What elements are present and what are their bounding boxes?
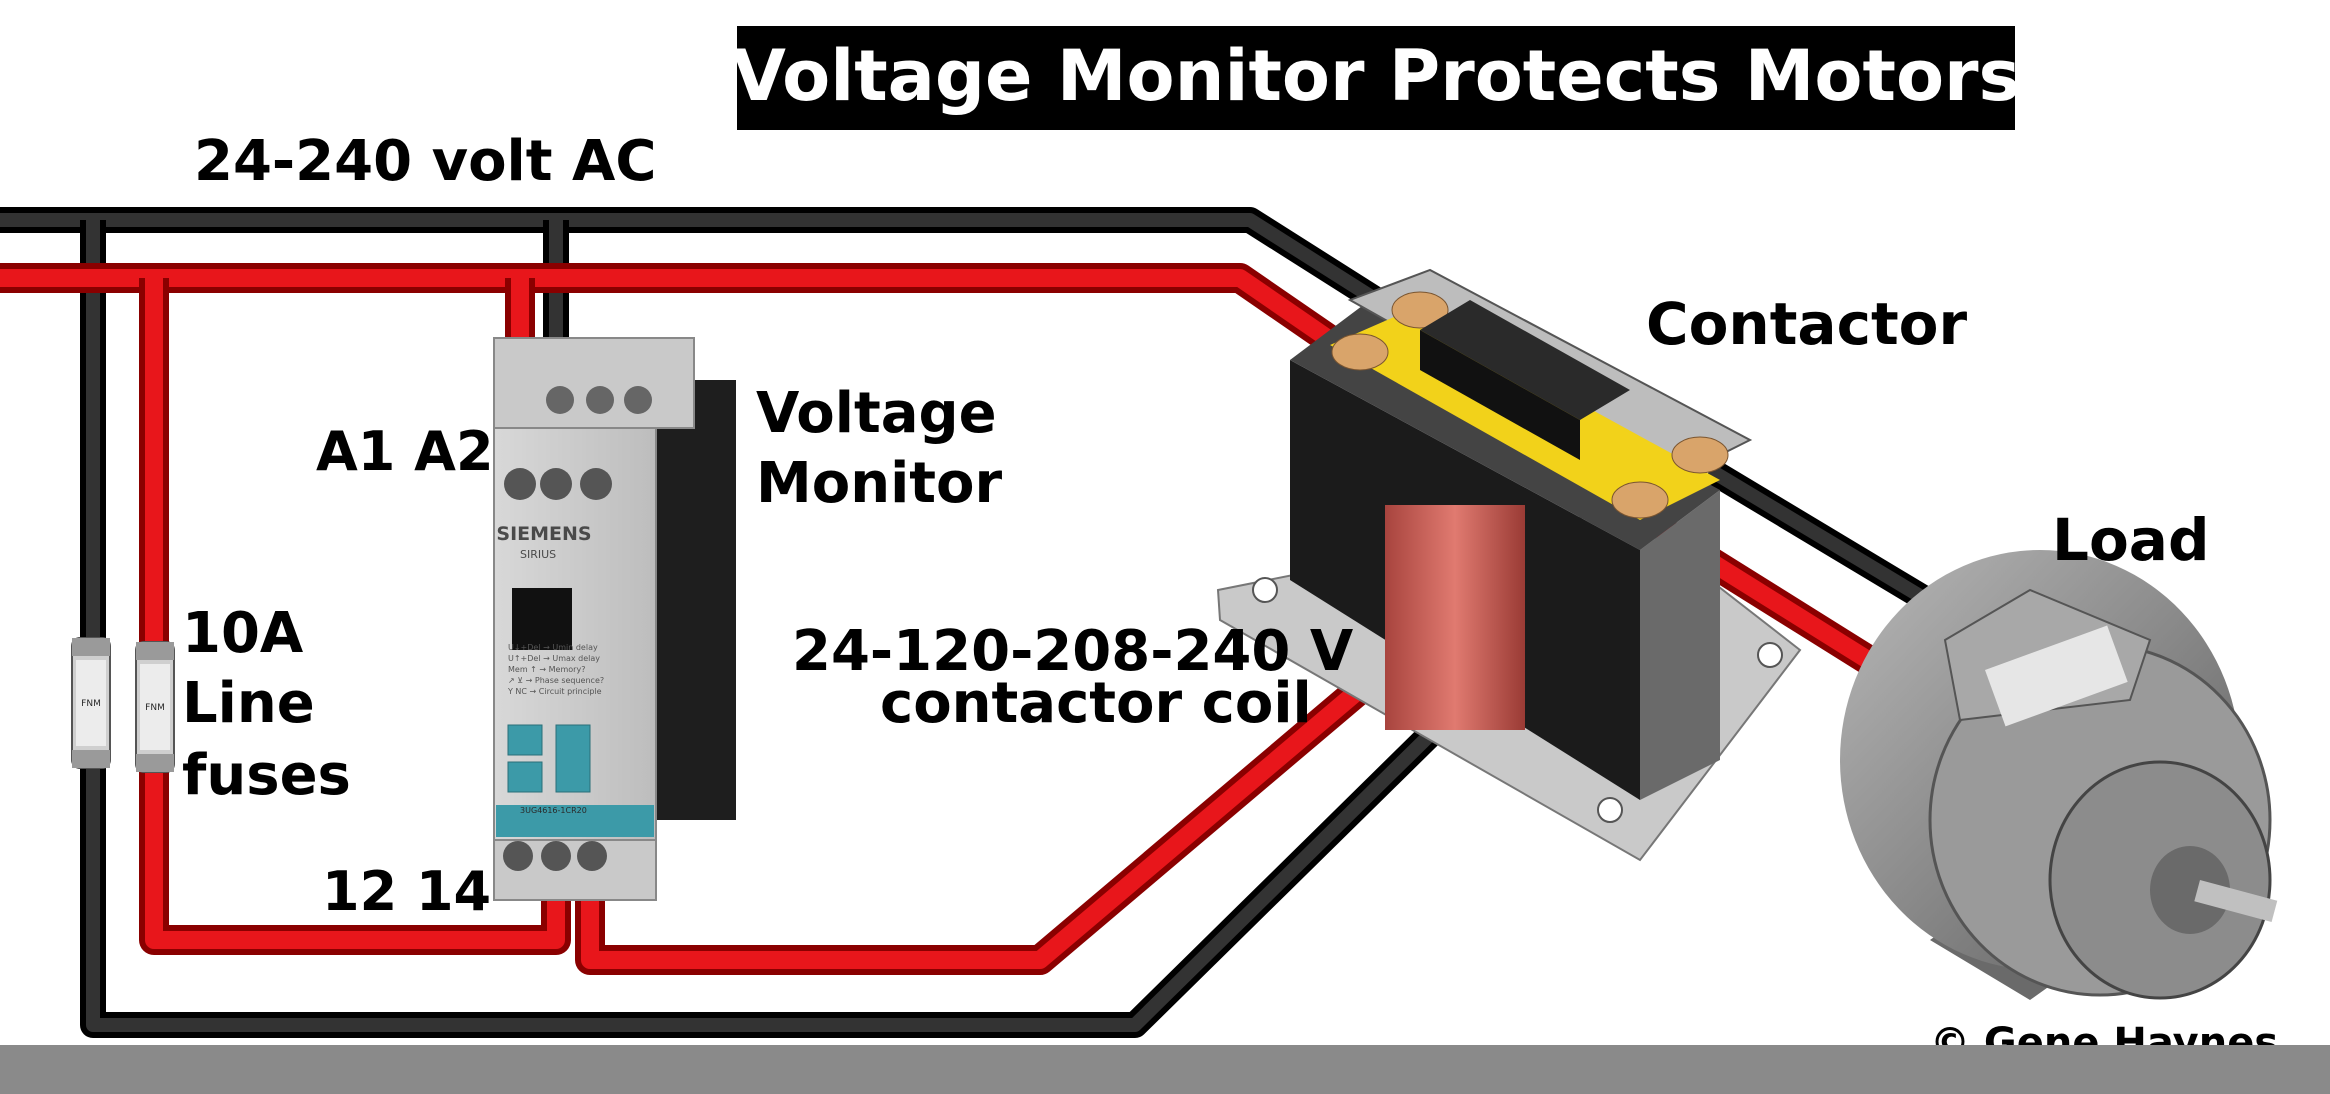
neutral-wires — [0, 207, 1967, 1038]
device-series: SIRIUS — [520, 548, 556, 561]
voltage-monitor-label-line2: Monitor — [756, 451, 1003, 516]
motor-shaft — [2194, 880, 2278, 922]
device-part-number: 3UG4616-1CR20 — [520, 806, 587, 815]
title-background — [737, 26, 2015, 130]
load-label: Load — [2052, 506, 2209, 574]
down-button — [507, 761, 543, 793]
up-button — [507, 724, 543, 756]
contactor-device — [1216, 268, 1802, 862]
device-menu-lines: U↓+Del → Umin delay U↑+Del → Umax delay … — [507, 643, 604, 696]
line-fuse-right: FNM — [135, 641, 175, 773]
terminal-11 — [503, 841, 533, 871]
hot-main-wire — [0, 263, 1339, 353]
motor-nameplate — [1984, 625, 2128, 727]
menu-line-1: U↓+Del → Umin delay — [508, 643, 598, 652]
voltage-monitor-device: SIEMENS SIRIUS U↓+Del → Umin delay U↑+De… — [493, 337, 736, 901]
monitor-panel-strip — [496, 805, 654, 837]
terminal-a2 — [540, 468, 572, 500]
contactor-label: Contactor — [1646, 290, 1968, 358]
set-button — [555, 724, 591, 793]
fuse-right-label: FNM — [145, 703, 165, 713]
a1-a2-label: A1 A2 — [316, 420, 494, 483]
menu-line-3: Mem ↑ → Memory? — [508, 665, 585, 674]
terminal-14 — [577, 841, 607, 871]
supply-voltage-label: 24-240 volt AC — [194, 129, 656, 194]
menu-line-4: ↗ ⊻ → Phase sequence? — [508, 676, 604, 685]
motor-load — [1840, 550, 2278, 1000]
footer-bar — [0, 1045, 2330, 1094]
fuses-label-line2: Line — [182, 671, 315, 736]
contactor-coil — [1385, 505, 1525, 730]
coil-label-line2: contactor coil — [880, 671, 1312, 736]
fuses-label-line1: 10A — [182, 601, 304, 666]
title-banner: Voltage Monitor Protects Motors — [732, 26, 2020, 130]
line-fuse-left: FNM — [71, 637, 111, 769]
menu-line-2: U↑+Del → Umax delay — [508, 654, 600, 663]
device-brand: SIEMENS — [496, 523, 591, 545]
terminal-12 — [541, 841, 571, 871]
terminal-l1 — [580, 468, 612, 500]
voltage-monitor-label-line1: Voltage — [756, 381, 997, 446]
page-title: Voltage Monitor Protects Motors — [732, 35, 2020, 117]
monitor-display — [512, 588, 572, 650]
terminal-a1 — [504, 468, 536, 500]
fuse-left-label: FNM — [81, 699, 101, 709]
fuses-label-line3: fuses — [182, 743, 351, 808]
menu-line-5: Y NC → Circuit principle — [507, 687, 602, 696]
coil-label-line1: 24-120-208-240 V — [792, 619, 1354, 684]
terminals-12-14-label: 12 14 — [322, 860, 491, 923]
